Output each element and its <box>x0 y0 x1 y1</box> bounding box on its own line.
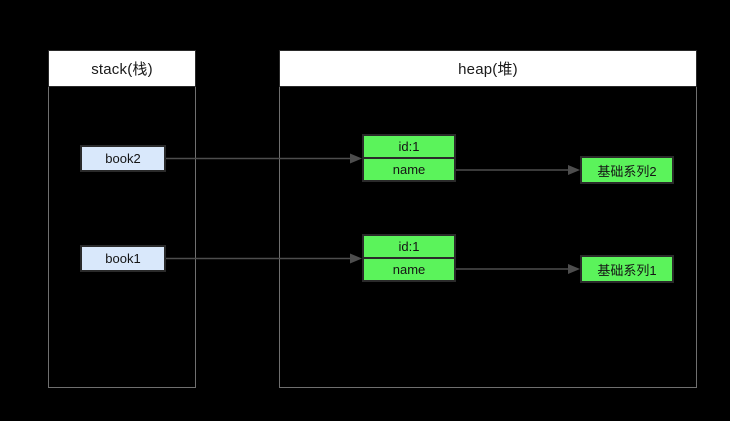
heap-panel-title: heap(堆) <box>279 50 697 87</box>
stack-panel: stack(栈) <box>48 50 196 388</box>
stack-panel-title: stack(栈) <box>48 50 196 87</box>
heap-string-1[interactable]: 基础系列1 <box>580 255 674 283</box>
stack-variable-book2[interactable]: book2 <box>80 145 166 172</box>
heap-object-2-name-field: name <box>364 157 454 180</box>
heap-panel: heap(堆) <box>279 50 697 388</box>
stack-panel-body <box>48 87 196 388</box>
stack-variable-book2-label: book2 <box>105 151 141 166</box>
heap-string-2[interactable]: 基础系列2 <box>580 156 674 184</box>
heap-object-1-name-field: name <box>364 257 454 280</box>
heap-object-2[interactable]: id:1 name <box>362 134 456 182</box>
stack-variable-book1-label: book1 <box>105 251 141 266</box>
heap-object-1[interactable]: id:1 name <box>362 234 456 282</box>
heap-string-2-label: 基础系列2 <box>597 163 657 179</box>
stack-variable-book1[interactable]: book1 <box>80 245 166 272</box>
heap-panel-body <box>279 87 697 388</box>
heap-string-1-label: 基础系列1 <box>597 262 657 278</box>
heap-object-1-id-field: id:1 <box>398 239 420 254</box>
heap-object-2-id-field: id:1 <box>398 139 420 154</box>
